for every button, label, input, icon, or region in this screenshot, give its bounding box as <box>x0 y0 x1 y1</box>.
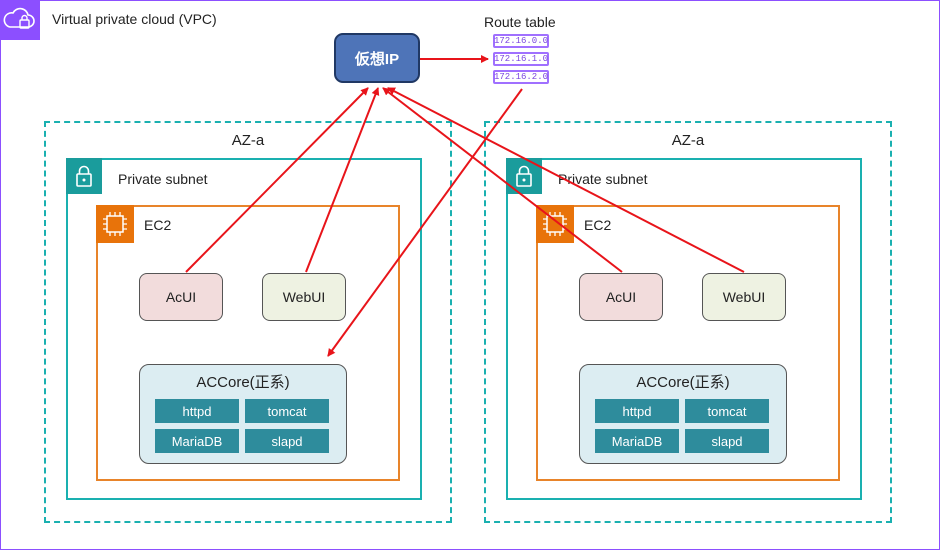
service-tomcat: tomcat <box>685 399 769 423</box>
lock-icon <box>506 158 542 194</box>
webui-box-1: WebUI <box>262 273 346 321</box>
service-mariadb: MariaDB <box>155 429 239 453</box>
chip-icon <box>536 205 574 243</box>
ec2-label: EC2 <box>584 217 612 233</box>
service-httpd: httpd <box>155 399 239 423</box>
lock-icon <box>66 158 102 194</box>
ec2-label: EC2 <box>144 217 172 233</box>
webui-box-2: WebUI <box>702 273 786 321</box>
route-table-entry: 172.16.1.0 <box>493 52 549 66</box>
service-httpd: httpd <box>595 399 679 423</box>
az-label: AZ-a <box>671 132 705 149</box>
vpc-cloud-lock-icon <box>0 0 40 40</box>
acui-box-1: AcUI <box>139 273 223 321</box>
service-mariadb: MariaDB <box>595 429 679 453</box>
subnet-label: Private subnet <box>558 171 648 187</box>
az-label: AZ-a <box>231 132 265 149</box>
vpc-title: Virtual private cloud (VPC) <box>52 11 217 27</box>
service-tomcat: tomcat <box>245 399 329 423</box>
subnet-label: Private subnet <box>118 171 208 187</box>
virtual-ip-node: 仮想IP <box>334 33 420 83</box>
route-table-entry: 172.16.0.0 <box>493 34 549 48</box>
chip-icon <box>96 205 134 243</box>
accore-title: ACCore(正系) <box>196 374 290 391</box>
route-table-entry: 172.16.2.0 <box>493 70 549 84</box>
accore-title: ACCore(正系) <box>636 374 730 391</box>
accore-box-2: ACCore(正系) httpd tomcat MariaDB slapd <box>579 364 787 464</box>
service-slapd: slapd <box>245 429 329 453</box>
acui-box-2: AcUI <box>579 273 663 321</box>
route-table-title: Route table <box>484 14 556 30</box>
service-slapd: slapd <box>685 429 769 453</box>
accore-box-1: ACCore(正系) httpd tomcat MariaDB slapd <box>139 364 347 464</box>
